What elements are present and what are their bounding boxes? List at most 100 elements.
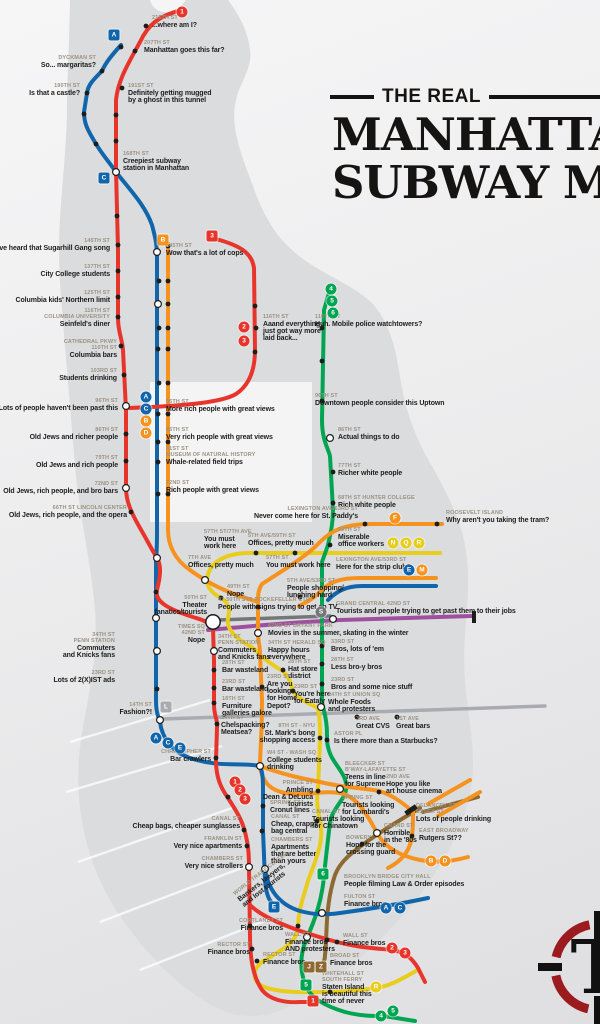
station-joke: Teens in line <box>345 773 386 781</box>
station-dot <box>324 937 330 943</box>
station-joke: district <box>288 673 311 681</box>
station-transfer <box>318 908 327 917</box>
station-dot <box>121 372 127 378</box>
route-badge-R: R <box>370 981 382 993</box>
station-joke: Depot? <box>267 702 291 710</box>
station-name: 23RD ST <box>222 679 246 685</box>
station-joke: and Knicks fans <box>62 651 115 659</box>
station-joke: You must <box>204 535 235 543</box>
station-dot <box>292 550 298 556</box>
route-badge-1: 1 <box>307 995 319 1007</box>
station-joke: lunching hard <box>287 592 332 600</box>
route-badge-E: E <box>268 901 280 913</box>
station-dot <box>155 346 161 352</box>
station-name: 116TH ST <box>84 308 110 314</box>
station-name: 42ND ST <box>181 629 205 636</box>
station-dot <box>254 958 260 964</box>
station-joke: tourists <box>288 801 313 809</box>
station-joke: Old Jews, rich people, and bro bars <box>3 487 118 495</box>
station-joke: Lots of people haven't been past this <box>0 404 118 412</box>
station-joke: Ambling <box>285 786 313 794</box>
subway-line-23-wall <box>248 903 427 984</box>
route-badge-3: 3 <box>239 793 251 805</box>
station-joke: Hope for the <box>346 841 387 849</box>
station-joke: work here <box>204 543 237 551</box>
station-joke: Actual things to do <box>338 433 400 441</box>
subway-line-l-crosstown <box>160 704 547 721</box>
station-joke: Lots of 2(X)IST ads <box>53 676 116 684</box>
route-badge-N: N <box>387 537 399 549</box>
station-joke: Tourists looking <box>342 801 395 809</box>
station-joke: Columbia kids' Northern limit <box>15 296 111 304</box>
station-joke: Very nice strollers <box>184 862 244 870</box>
station-joke: Huh. Mobile police watchtowers? <box>315 320 423 328</box>
station-dot <box>156 278 162 284</box>
station-joke: Hope you like <box>386 780 431 788</box>
station-name: GRAND ST <box>384 823 414 829</box>
station-joke: for Home <box>267 695 297 703</box>
station-joke: Old Jews and rich people <box>35 461 118 469</box>
subway-line-m-bridge-stub1 <box>426 778 472 806</box>
station-joke: shopping access <box>259 737 315 745</box>
subway-line-s-shuttle <box>216 614 332 622</box>
station-joke: Creepiest subway <box>123 157 181 165</box>
station-transfer <box>153 646 162 655</box>
station-transfer <box>326 434 335 443</box>
station-joke: So... margaritas? <box>40 61 96 69</box>
station-name: LEXINGTON AVE/63RD ST <box>287 506 358 512</box>
logo-tick-bottom <box>594 996 600 1024</box>
station-joke: College students <box>267 756 322 764</box>
station-joke: is beautiful this <box>322 990 372 998</box>
station-dot <box>155 411 161 417</box>
station-dot <box>324 737 330 743</box>
station-joke: Rutgers St?? <box>419 834 462 842</box>
station-hub <box>205 614 221 630</box>
route-badge-3: 3 <box>206 230 218 242</box>
station-dot <box>156 380 162 386</box>
station-joke: time of never <box>322 998 365 1006</box>
station-dot <box>123 431 129 437</box>
station-joke: Staten Island <box>322 983 365 991</box>
station-name: B'WAY-LAFAYETTE ST <box>345 766 406 773</box>
station-joke: Tourists looking <box>312 815 365 823</box>
station-name: 191ST ST <box>128 83 154 89</box>
station-dot <box>249 946 255 952</box>
station-dot <box>327 542 333 548</box>
station-name: 190TH ST <box>54 83 80 89</box>
route-badge-1: 1 <box>229 776 241 788</box>
subway-line-e-53rd <box>326 584 438 602</box>
station-dot <box>165 491 171 497</box>
station-dot <box>211 667 217 673</box>
station-dot <box>156 325 162 331</box>
station-name: RECTOR ST <box>263 952 296 958</box>
station-name: 137TH ST <box>84 264 110 270</box>
station-name: ASTOR PL <box>334 731 363 737</box>
station-dot <box>213 755 219 761</box>
station-name: 116TH ST <box>263 314 289 320</box>
station-joke: Bros, lots of 'em <box>331 645 384 653</box>
station-joke: for Eataly <box>294 698 325 706</box>
station-name: 79TH ST <box>95 455 118 461</box>
station-joke: than yours <box>271 858 306 866</box>
station-name: SPRING ST <box>342 795 373 801</box>
route-badge-C: C <box>98 172 110 184</box>
station-name: TIMES SQ <box>177 624 205 630</box>
station-joke: Cronut lines <box>270 806 310 814</box>
station-joke: Bar wasteland <box>222 685 269 693</box>
